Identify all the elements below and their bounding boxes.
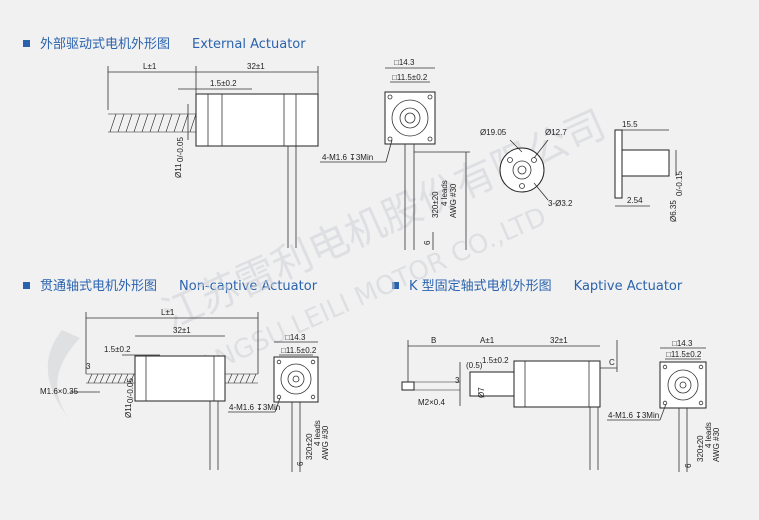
dim-diameter-label: Ø7 (477, 387, 486, 398)
leads-label: 4 leads (704, 422, 713, 448)
awg-label: AWG #30 (449, 183, 458, 218)
six-label: 6 (423, 240, 432, 245)
thread-callout: 4-M1.6 ↧3Min (322, 153, 373, 162)
dim-flange-thickness-label: 2.54 (627, 196, 643, 205)
section-header-noncaptive: 贯通轴式电机外形图 Non-captive Actuator (23, 275, 317, 294)
thread-callout: 4-M1.6 ↧3Min (608, 411, 659, 420)
dim-a-label: A±1 (480, 336, 495, 345)
external-nut-view: Ø19.05 Ø12.7 3-Ø3.2 (480, 128, 573, 208)
dim-square-outer-label: □14.3 (394, 58, 415, 67)
dim-c-label: C (609, 358, 615, 367)
dim-square-outer-label: □14.3 (672, 339, 693, 348)
thread-spec-label: M2×0.4 (418, 398, 445, 407)
dim-nut-length-label: 15.5 (622, 120, 638, 129)
watermark-logo-icon (47, 330, 80, 420)
dim-flange-label: 1.5±0.2 (210, 79, 237, 88)
section-title-en: External Actuator (192, 37, 306, 52)
cable-length-label: 320±20 (431, 191, 440, 218)
dim-three-label: 3 (455, 376, 460, 385)
bullet-square-icon (23, 282, 30, 289)
bullet-square-icon (392, 282, 399, 289)
section-title-cn: 贯通轴式电机外形图 (40, 279, 158, 294)
dim-square-inner-label: □11.5±0.2 (281, 346, 317, 355)
motor-body (134, 355, 226, 402)
kaptive-housing (469, 371, 515, 397)
leads-label: 4 leads (440, 180, 449, 206)
external-front-view: □14.3 □11.5±0.2 4-M1.6 ↧3Min 320±20 4 le… (320, 58, 470, 250)
dim-diameter-label: Ø11 (174, 163, 183, 178)
screw-end (401, 381, 415, 391)
dim-three-label: 3 (86, 362, 91, 371)
thread-spec-label: M1.6×0.35 (40, 387, 79, 396)
dim-nut-diameter-tolerance: 0/-0.15 (675, 171, 684, 196)
thread-callout: 4-M1.6 ↧3Min (229, 403, 280, 412)
awg-label: AWG #30 (321, 425, 330, 460)
motor-face (384, 91, 436, 145)
lead-screw (108, 113, 197, 133)
section-title-en: Kaptive Actuator (573, 279, 683, 294)
dim-square-inner-label: □11.5±0.2 (392, 73, 428, 82)
dim-square-inner-label: □11.5±0.2 (666, 350, 702, 359)
bullet-square-icon (23, 40, 30, 47)
cable-length-label: 320±20 (696, 435, 705, 462)
dim-body-label: 32±1 (550, 336, 568, 345)
section-header-external: 外部驱动式电机外形图 External Actuator (23, 33, 306, 52)
nut-flange (499, 147, 545, 193)
six-label: 6 (296, 461, 305, 466)
awg-label: AWG #30 (712, 427, 721, 462)
dim-nut-diameter-label: Ø6.35 (669, 200, 678, 222)
kaptive-side-view: B A±1 32±1 C (0.5) 1.5±0.2 3 Ø7 M2×0.4 (401, 336, 618, 470)
dim-diameter-tolerance: 0/-0.05 (176, 137, 185, 162)
section-title-en: Non-captive Actuator (179, 279, 318, 294)
six-label: 6 (684, 463, 693, 468)
dim-flange-diameter-label: Ø19.05 (480, 128, 507, 137)
external-side-view: L±1 32±1 1.5±0.2 Ø11 0/-0.05 (107, 62, 319, 248)
section-title-cn: 外部驱动式电机外形图 (40, 37, 171, 52)
section-header-kaptive: K 型固定轴式电机外形图 Kaptive Actuator (392, 275, 682, 294)
dim-flange-label: 1.5±0.2 (482, 356, 509, 365)
dim-flange-label: 1.5±0.2 (104, 345, 131, 354)
cable-length-label: 320±20 (305, 433, 314, 460)
nut-flange-side (614, 129, 623, 199)
dim-length-label: L±1 (161, 308, 175, 317)
kaptive-front-view: □14.3 □11.5±0.2 4-M1.6 ↧3Min 320±20 4 le… (607, 339, 721, 472)
dim-gap-label: (0.5) (466, 361, 483, 370)
motor-body (513, 360, 601, 408)
noncaptive-side-view: L±1 32±1 1.5±0.2 3 M1.6×0.35 Ø11 0/-0.05 (40, 308, 259, 470)
motor-face (659, 361, 707, 409)
section-title-cn: K 型固定轴式电机外形图 (409, 279, 552, 294)
dim-length-label: L±1 (143, 62, 157, 71)
dim-diameter-tolerance: 0/-0.05 (126, 378, 135, 403)
dim-body-label: 32±1 (247, 62, 265, 71)
dim-bolt-circle-label: Ø12.7 (545, 128, 567, 137)
nut-body-side (621, 149, 670, 177)
dim-diameter-label: Ø11 (124, 403, 133, 418)
motor-body (195, 93, 319, 147)
leads-label: 4 leads (313, 420, 322, 446)
dim-square-outer-label: □14.3 (285, 333, 306, 342)
dim-body-label: 32±1 (173, 326, 191, 335)
dim-holes-label: 3-Ø3.2 (548, 199, 573, 208)
dim-b-label: B (431, 336, 436, 345)
external-nut-side-view: 15.5 2.54 Ø6.35 0/-0.15 (614, 120, 684, 222)
noncaptive-front-view: □14.3 □11.5±0.2 4-M1.6 ↧3Min 320±20 4 le… (228, 333, 330, 472)
